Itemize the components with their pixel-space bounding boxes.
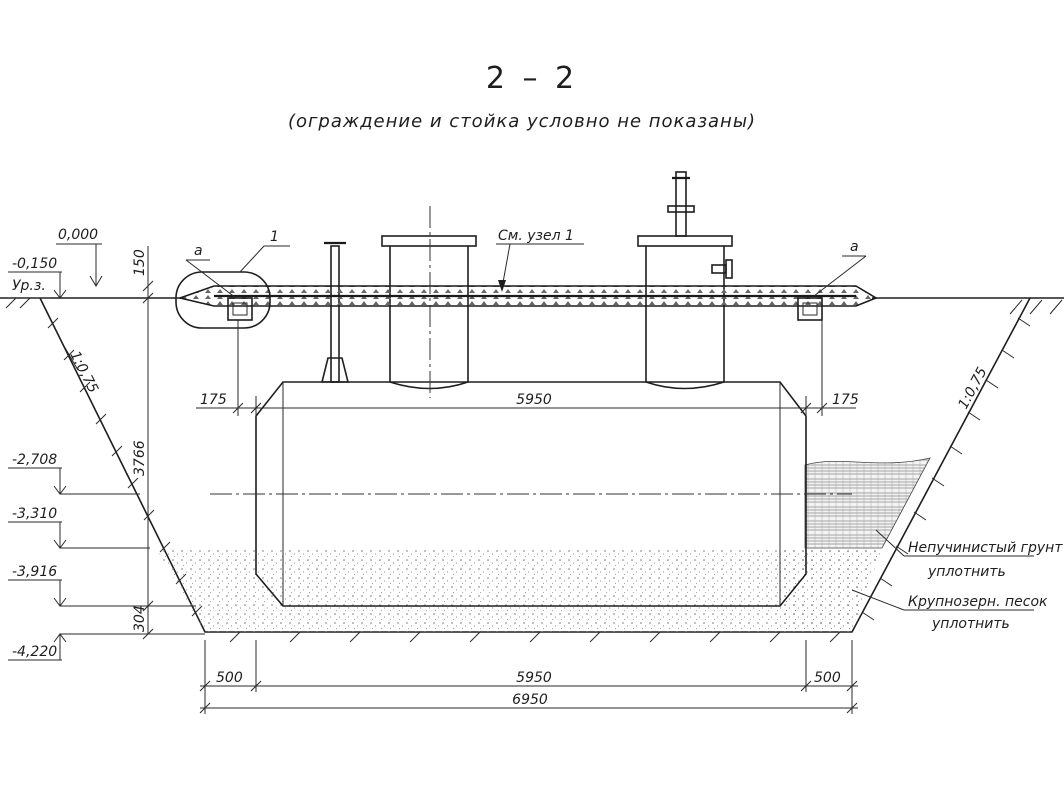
soil-label-1: Непучинистый грунт <box>908 540 1063 556</box>
anchor-block-left <box>227 297 253 321</box>
elevation-0150-label: -0,150 <box>12 256 57 272</box>
vent-pipe <box>675 171 687 237</box>
soil-fill-right <box>804 457 931 549</box>
sand-leader <box>851 589 905 611</box>
pit-hatch-bottom <box>229 631 841 643</box>
node-ref-arrow <box>498 280 506 292</box>
anchor-block-right-inner <box>802 302 818 316</box>
elevation-4220-label: -4,220 <box>12 644 57 660</box>
ground-hatch-left <box>5 297 31 309</box>
slope-right-label: 1:0,75 <box>955 365 990 412</box>
detail-a-left-leader <box>185 259 237 299</box>
node-1-outline <box>175 271 271 329</box>
ground-level-label: Ур.з. <box>12 278 46 294</box>
dim-175-right: 175 <box>832 392 859 408</box>
dim-304: 304 <box>132 605 148 632</box>
elevation-3310-label: -3,310 <box>12 506 57 522</box>
soil-leader <box>875 529 905 557</box>
elevation-4220: -4,220 <box>8 633 205 661</box>
slope-left-label: 1:0,75 <box>66 349 101 396</box>
drawing-title: 2 – 2 <box>486 61 578 96</box>
elevation-3916: -3,916 <box>8 564 196 607</box>
vent-pipe-flange <box>667 205 695 213</box>
sand-bed <box>156 548 882 632</box>
dim-500-left: 500 <box>216 670 243 686</box>
elevation-2708: -2,708 <box>8 452 140 495</box>
anchor-block-right <box>797 297 823 321</box>
detail-a-right: а <box>850 239 859 255</box>
manhole-left-flange <box>381 235 477 247</box>
dim-150: 150 <box>132 249 148 276</box>
sand-label-2: уплотнить <box>931 616 1010 632</box>
manhole-left-neck <box>389 246 469 390</box>
sand-label-1: Крупнозерн. песок <box>908 594 1048 610</box>
dim-top-ticks <box>232 402 828 414</box>
node-1-number: 1 <box>270 229 279 245</box>
stand-pipe-base <box>320 357 350 383</box>
side-nozzle-flange <box>725 259 733 279</box>
dim-5950-top: 5950 <box>516 392 552 408</box>
pit-hatch-right <box>861 317 1031 621</box>
elevation-0150: -0,150 Ур.з. <box>8 256 67 299</box>
ground-hatch-right <box>1009 299 1063 315</box>
slope-left-arrow <box>63 345 79 371</box>
manhole-right-flange <box>637 235 733 247</box>
detail-a-left: а <box>194 243 203 259</box>
stand-pipe <box>330 245 340 383</box>
node-ref-label: См. узел 1 <box>498 228 574 244</box>
elevation-2708-label: -2,708 <box>12 452 57 468</box>
dim-bottom-ticks <box>199 680 858 714</box>
sand-fill-right <box>780 548 882 632</box>
elevation-0000-label: 0,000 <box>58 227 98 243</box>
dim-5950-bottom: 5950 <box>516 670 552 686</box>
elevation-3916-label: -3,916 <box>12 564 57 580</box>
manhole-right-neck <box>645 246 725 390</box>
dim-500-right: 500 <box>814 670 841 686</box>
node-1-leader <box>239 245 265 273</box>
dim-3766: 3766 <box>132 440 148 476</box>
elevation-0000: 0,000 <box>56 227 103 287</box>
dim-175-left: 175 <box>200 392 227 408</box>
soil-label-2: уплотнить <box>927 564 1006 580</box>
detail-a-right-leader <box>813 255 867 297</box>
dim-vertical-ticks <box>142 280 154 640</box>
anchor-block-left-inner <box>232 302 248 316</box>
elevation-3310: -3,310 <box>8 506 150 549</box>
dim-6950: 6950 <box>512 692 548 708</box>
drawing-subtitle: (ограждение и стойка условно не показаны… <box>288 111 756 132</box>
